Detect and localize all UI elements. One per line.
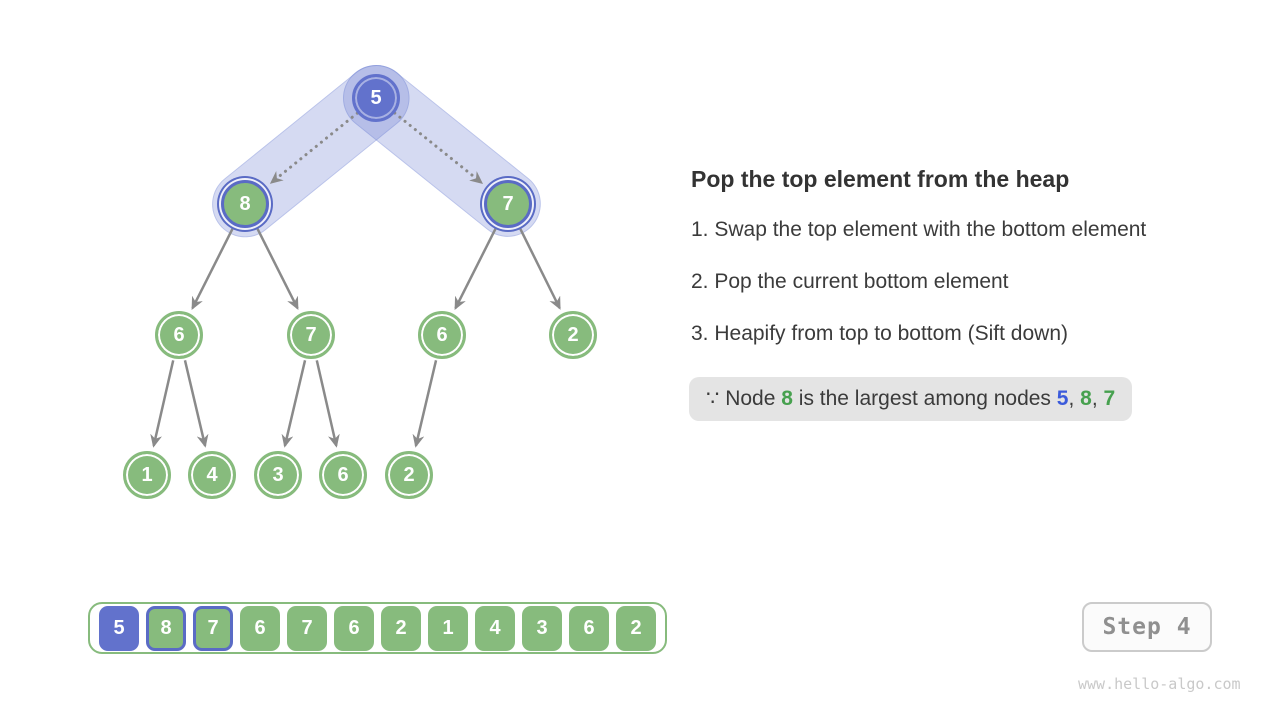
- tree-node-6: 6: [418, 311, 466, 359]
- array-cell: 2: [616, 605, 656, 651]
- panel-title: Pop the top element from the heap: [691, 166, 1070, 192]
- instruction-step-3: 3. Heapify from top to bottom (Sift down…: [691, 322, 1068, 345]
- tree-edge-arrow: [183, 360, 209, 448]
- note-text: Node: [719, 387, 782, 410]
- array-cell: 6: [334, 605, 374, 651]
- tree-node-2: 2: [385, 451, 433, 499]
- tree-edge-arrow: [255, 226, 299, 310]
- tree-node-1: 1: [123, 451, 171, 499]
- note-node-8: 8: [781, 387, 793, 410]
- array-cell: 3: [522, 605, 562, 651]
- tree-edge-arrow: [191, 226, 235, 310]
- note-node-7: 7: [1103, 387, 1116, 410]
- watermark-url: www.hello-algo.com: [1078, 675, 1241, 693]
- array-cell: 6: [569, 605, 609, 651]
- tree-edge-arrow: [315, 360, 340, 448]
- explanation-panel: Pop the top element from the heap 1. Swa…: [689, 165, 1236, 421]
- tree-node-7: 7: [287, 311, 335, 359]
- array-cell: 4: [475, 605, 515, 651]
- array-cell: 6: [240, 605, 280, 651]
- swap-dotted-arrow: [393, 111, 484, 185]
- note-node-8b: 8: [1080, 387, 1092, 410]
- array-cell: 7: [193, 605, 233, 651]
- array-cell: 8: [146, 605, 186, 651]
- tree-node-6: 6: [319, 451, 367, 499]
- note-comma: ,: [1068, 387, 1081, 410]
- tree-edge-arrow: [518, 226, 561, 310]
- array-cell: 7: [287, 605, 327, 651]
- tree-node-7: 7: [484, 180, 532, 228]
- tree-edge-arrow: [454, 226, 498, 310]
- instruction-step-2: 2. Pop the current bottom element: [691, 270, 1009, 293]
- array-cell: 2: [381, 605, 421, 651]
- tree-edge-arrow: [412, 360, 438, 448]
- tree-node-4: 4: [188, 451, 236, 499]
- tree-edge-arrow: [150, 360, 175, 448]
- tree-edges-layer: [150, 111, 561, 448]
- because-symbol: ∵: [706, 387, 720, 410]
- array-cell: 1: [428, 605, 468, 651]
- tree-node-6: 6: [155, 311, 203, 359]
- instruction-step-1: 1. Swap the top element with the bottom …: [691, 218, 1147, 241]
- note-text: is the largest among nodes: [792, 387, 1057, 410]
- step-indicator: Step 4: [1082, 602, 1212, 652]
- array-cell: 5: [99, 605, 139, 651]
- tree-node-2: 2: [549, 311, 597, 359]
- tree-node-5: 5: [352, 74, 400, 122]
- reason-note: ∵ Node 8 is the largest among nodes 5, 8…: [689, 377, 1133, 421]
- tree-node-3: 3: [254, 451, 302, 499]
- swap-dotted-arrow: [269, 111, 359, 185]
- note-node-5: 5: [1056, 387, 1069, 410]
- tree-edge-arrow: [281, 360, 307, 448]
- tree-node-8: 8: [221, 180, 269, 228]
- note-comma: ,: [1091, 387, 1104, 410]
